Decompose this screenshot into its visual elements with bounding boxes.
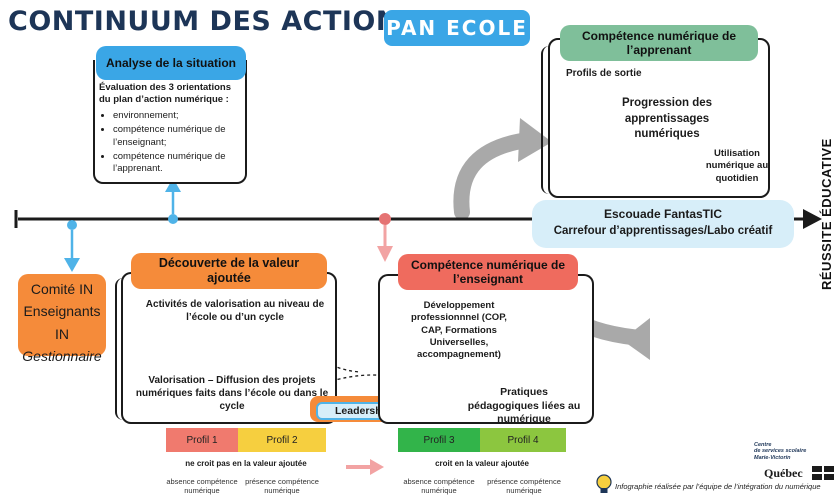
page-title: CONTINUUM DES ACTIONS: [8, 6, 419, 37]
profil-2-note: présence compétence numérique: [245, 477, 319, 495]
comite-line3: Gestionnaire: [22, 348, 102, 365]
enseignant-pratiques: Pratiques pédagogiques liées au numériqu…: [467, 386, 581, 426]
analyse-item-apprenant: compétence numérique de l’apprenant.: [113, 151, 245, 175]
css-logo-text: Centre de services scolaire Marie-Victor…: [754, 442, 806, 461]
quebec-logo-text: Québec: [764, 466, 803, 480]
enseignant-header: Compétence numérique de l’enseignant: [398, 254, 578, 290]
analyse-item-enseignant: compétence numérique de l’enseignant;: [113, 124, 245, 148]
apprenant-utilisation: Utilisation numérique au quotidien: [705, 148, 769, 184]
decouverte-box: [121, 272, 337, 424]
curved-arrow-down-head: [622, 318, 650, 360]
css-line2: de services scolaire: [754, 448, 807, 455]
escouade-line2: Carrefour d’apprentissages/Labo créatif: [553, 224, 773, 237]
lightbulb-icon: [596, 474, 612, 493]
apprenant-box: [548, 38, 770, 198]
analyse-intro: Évaluation des 3 orientations du plan d’…: [99, 82, 231, 106]
decouverte-book-edge: [115, 278, 123, 420]
apprenant-book-edge: [541, 46, 551, 194]
analyse-box: [93, 60, 247, 184]
decouverte-text1: Activités de valorisation au niveau de l…: [145, 299, 325, 323]
css-line1: Centre: [754, 442, 772, 448]
apprenant-progression: Progression des apprentissages numérique…: [621, 97, 713, 141]
css-line3: Marie-Victorin: [754, 454, 791, 461]
caption-ne-croit-pas: ne croit pas en la valeur ajoutée: [185, 459, 307, 468]
comite-box: Comité IN Enseignants IN Gestionnaire: [18, 274, 106, 364]
profil-3-note: absence compétence numérique: [403, 477, 475, 495]
profil-4-note: présence compétence numérique: [487, 477, 561, 495]
decouverte-header: Découverte de la valeur ajoutée: [131, 253, 327, 289]
enseignant-box-left: [378, 274, 440, 424]
decouverte-text2: Valorisation – Diffusion des projets num…: [135, 375, 329, 412]
curved-arrow-up: [453, 132, 536, 220]
enseignant-box-right: [436, 274, 594, 424]
marker-comite: [67, 220, 77, 230]
profil-4: Profil 4: [480, 428, 566, 452]
marker-enseignant: [379, 213, 391, 225]
enseignant-dev: Développement professionnnel (COP, CAP, …: [411, 300, 507, 361]
comite-line2: Enseignants IN: [23, 303, 101, 342]
profil-1: Profil 1: [166, 428, 238, 452]
profil-2: Profil 2: [238, 428, 326, 452]
marker-analyse: [168, 214, 178, 224]
timeline-arrowhead: [803, 209, 822, 229]
escouade-line1: Escouade FantasTIC: [603, 207, 723, 221]
footer-credit: Infographie réalisée par l’équipe de l’i…: [615, 482, 821, 491]
reussite-educative-label: RÉUSSITE ÉDUCATIVE: [819, 138, 834, 290]
caption-croit: croit en la valeur ajoutée: [435, 459, 529, 468]
apprenant-header: Compétence numérique de l’apprenant: [560, 25, 758, 61]
analyse-content: Évaluation des 3 orientations du plan d’…: [99, 82, 245, 177]
plan-ecole-badge: PAN ECOLE: [384, 10, 530, 46]
comite-line1: Comité IN: [30, 281, 94, 297]
curved-arrow-up-head: [518, 118, 552, 162]
escouade-box: Escouade FantasTIC Carrefour d’apprentis…: [532, 200, 794, 248]
analyse-item-environnement: environnement;: [113, 110, 245, 122]
apprenant-profils: Profils de sortie: [566, 68, 642, 79]
analyse-header: Analyse de la situation: [96, 46, 246, 80]
analyse-list: environnement; compétence numérique de l…: [99, 110, 245, 175]
profil-3: Profil 3: [398, 428, 480, 452]
quebec-flag-icon: [812, 466, 834, 480]
profil-1-note: absence compétence numérique: [166, 477, 238, 495]
